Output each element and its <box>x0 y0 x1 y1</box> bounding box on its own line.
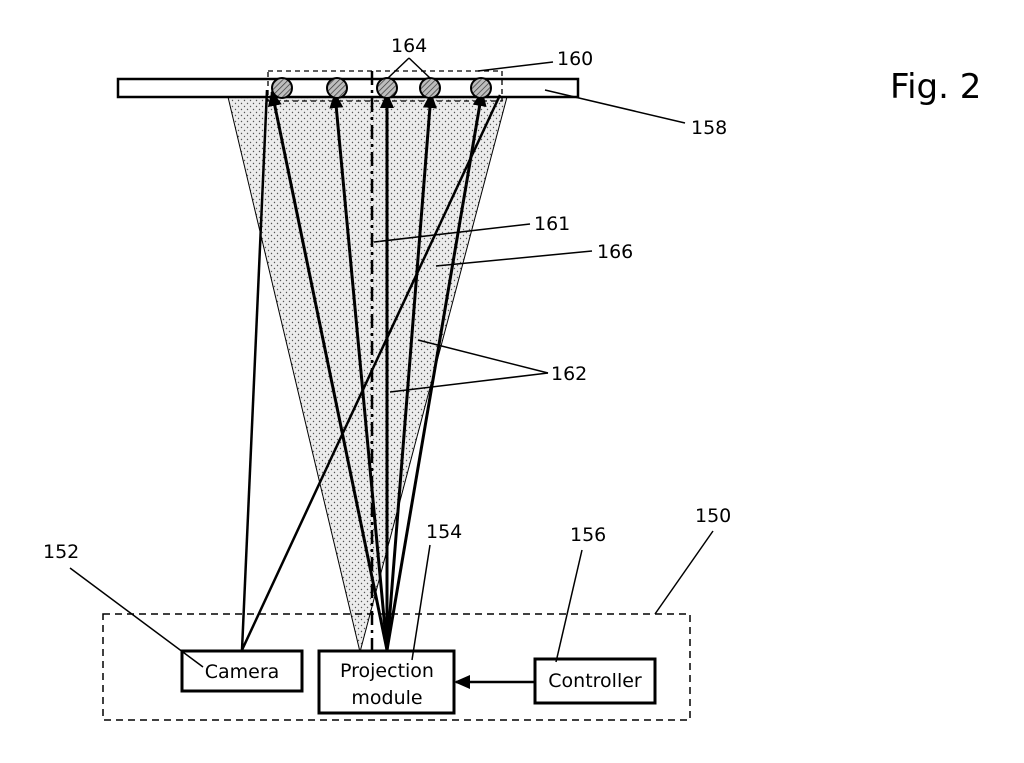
projection-label-line1: Projection <box>340 660 434 682</box>
leader-164-b <box>408 57 431 79</box>
leader-158 <box>544 89 686 124</box>
ref-160: 160 <box>557 48 593 70</box>
ref-152: 152 <box>43 541 79 563</box>
leader-166 <box>435 250 593 267</box>
leader-162-a <box>417 339 549 374</box>
ref-164: 164 <box>391 35 427 57</box>
projection-module-box <box>317 649 456 715</box>
spot <box>376 77 398 99</box>
controller-label: Controller <box>548 670 642 692</box>
leader-154 <box>411 544 431 661</box>
camera-box <box>180 649 304 693</box>
spot <box>326 77 348 99</box>
leader-160 <box>477 61 554 72</box>
beam-1 <box>267 90 389 651</box>
illumination-cone <box>227 96 508 653</box>
leader-162-b <box>389 372 549 393</box>
beam-4 <box>385 92 437 651</box>
system-enclosure <box>102 613 691 721</box>
ref-154: 154 <box>426 521 462 543</box>
ref-162: 162 <box>551 363 587 385</box>
leader-150 <box>654 530 714 615</box>
beam-2 <box>329 92 389 651</box>
leader-156 <box>555 549 583 663</box>
ref-150: 150 <box>695 505 731 527</box>
leader-164-a <box>387 57 410 79</box>
controller-box <box>533 657 657 705</box>
spot <box>271 77 293 99</box>
ref-166: 166 <box>597 241 633 263</box>
figure-title: Fig. 2 <box>890 67 981 107</box>
ref-156: 156 <box>570 524 606 546</box>
projection-label-line2: module <box>351 687 422 709</box>
ref-158: 158 <box>691 117 727 139</box>
leader-152 <box>69 567 204 668</box>
camera-line-right <box>240 94 502 651</box>
ref-161: 161 <box>534 213 570 235</box>
camera-line-left <box>240 89 269 651</box>
camera-label: Camera <box>205 661 280 683</box>
leader-161 <box>373 223 531 243</box>
spot <box>470 77 492 99</box>
beam-5 <box>385 90 487 651</box>
spot <box>419 77 441 99</box>
